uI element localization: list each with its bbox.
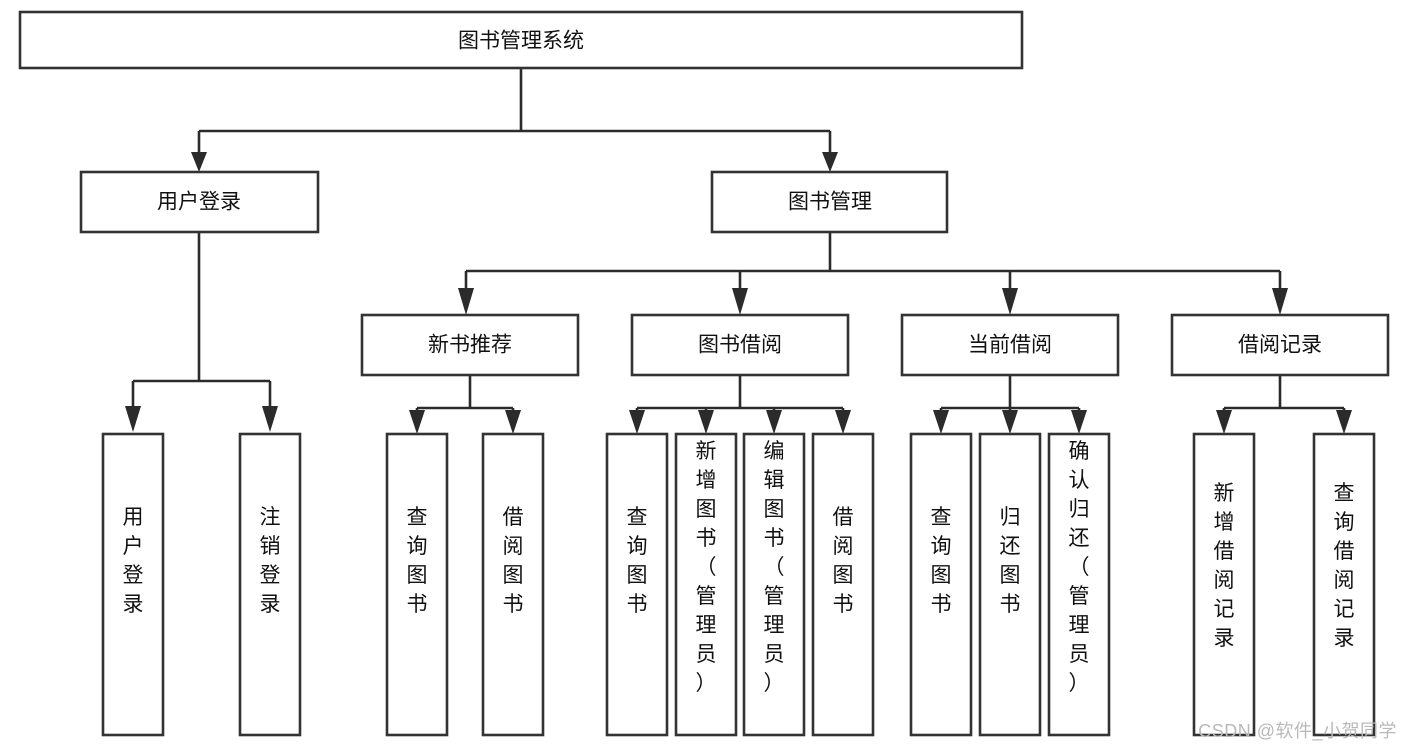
leaf-cb-2-box[interactable] [978, 432, 1042, 737]
leaf-bb-3-label: 编辑图书（管理员） [764, 440, 785, 695]
node-user-login-label: 用户登录 [157, 191, 241, 214]
leaf-node[interactable]: 确认归还（管理员） [1047, 432, 1111, 737]
leaf-cb-1-label: 查询图书 [931, 506, 952, 616]
arrowhead-leaf-cb-3 [1071, 410, 1087, 434]
leaf-node[interactable]: 借阅图书 [481, 432, 545, 737]
node-book-management-box[interactable] [710, 170, 949, 234]
leaf-bb-2-label: 新增图书（管理员） [696, 440, 717, 695]
node-user-login-box[interactable] [79, 170, 320, 234]
arrowhead-leaf-bb-3 [766, 410, 782, 434]
leaf-cb-3-box[interactable] [1047, 432, 1111, 737]
csdn-watermark: CSDN @软件_小贺同学 [1198, 721, 1397, 741]
leaf-node[interactable]: 查询图书 [605, 432, 669, 737]
arrowhead-leaf-br-2 [1336, 410, 1352, 434]
node-book-management[interactable]: 图书管理 [710, 170, 949, 234]
node-root-system-box[interactable] [18, 10, 1024, 70]
node-book-borrow-label: 图书借阅 [698, 334, 782, 357]
leaf-node[interactable]: 借阅图书 [811, 432, 875, 737]
leaf-bb-1-box[interactable] [605, 432, 669, 737]
arrowhead-current-borrow [1002, 288, 1018, 315]
leaf-nbr-2-label: 借阅图书 [503, 506, 524, 616]
connector-group-root [191, 68, 838, 172]
node-current-borrow-label: 当前借阅 [968, 334, 1052, 357]
arrowhead-leaf-bb-2 [698, 410, 714, 434]
arrowhead-leaf-bb-1 [629, 410, 645, 434]
arrowhead-leaf-cb-2 [1002, 410, 1018, 434]
arrowhead-leaf-cb-1 [933, 410, 949, 434]
node-book-management-label: 图书管理 [788, 191, 872, 214]
leaf-node[interactable]: 查询借阅记录 [1312, 432, 1376, 737]
node-current-borrow[interactable]: 当前借阅 [900, 313, 1120, 377]
node-root-system-label: 图书管理系统 [458, 30, 584, 53]
arrowhead-borrow-record [1272, 288, 1288, 315]
leaf-user-login-2-box[interactable] [238, 432, 302, 737]
connector-group-user-login [125, 232, 278, 432]
node-current-borrow-box[interactable] [900, 313, 1120, 377]
leaf-cb-2-label: 归还图书 [1000, 506, 1021, 616]
leaf-cb-3-label: 确认归还（管理员） [1069, 440, 1090, 695]
node-book-borrow[interactable]: 图书借阅 [630, 313, 850, 377]
leaf-node[interactable]: 新增图书（管理员） [674, 432, 738, 737]
leaf-br-1-label: 新增借阅记录 [1214, 482, 1235, 650]
leaf-node[interactable]: 查询图书 [909, 432, 973, 737]
leaf-nbr-1-label: 查询图书 [407, 506, 428, 616]
node-user-login[interactable]: 用户登录 [79, 170, 320, 234]
arrowhead-leaf-nbr-2 [505, 410, 521, 434]
leaf-node[interactable]: 归还图书 [978, 432, 1042, 737]
arrowhead-leaf-user-login-2 [262, 406, 278, 432]
leaf-nbr-1-box[interactable] [385, 432, 449, 737]
leaf-node[interactable]: 注销登录 [238, 432, 302, 737]
leaf-cb-1-box[interactable] [909, 432, 973, 737]
arrowhead-book-mgmt [822, 152, 838, 172]
connector-group-current-borrow [933, 375, 1087, 434]
arrowhead-leaf-br-1 [1216, 410, 1232, 434]
leaf-node[interactable]: 编辑图书（管理员） [742, 432, 806, 737]
arrowhead-leaf-user-login-1 [125, 406, 141, 432]
leaf-br-2-label: 查询借阅记录 [1334, 482, 1355, 650]
arrowhead-leaf-nbr-1 [409, 410, 425, 434]
arrowhead-new-book-recommend [458, 288, 474, 315]
node-borrow-record-label: 借阅记录 [1238, 334, 1322, 357]
leaf-br-1-box[interactable] [1192, 432, 1256, 737]
node-root-system[interactable]: 图书管理系统 [18, 10, 1024, 70]
connector-group-borrow-record [1216, 375, 1352, 434]
arrowhead-leaf-bb-4 [835, 410, 851, 434]
connector-group-book-mgmt [458, 232, 1288, 315]
arrowhead-book-borrow [732, 288, 748, 315]
node-new-book-recommend-label: 新书推荐 [428, 334, 512, 357]
node-new-book-recommend[interactable]: 新书推荐 [360, 313, 580, 377]
leaf-br-2-box[interactable] [1312, 432, 1376, 737]
leaf-user-login-2-label: 注销登录 [260, 506, 281, 616]
connector-group-book-borrow [629, 375, 851, 434]
leaf-node[interactable]: 用户登录 [101, 432, 165, 737]
leaf-user-login-1-box[interactable] [101, 432, 165, 737]
arrowhead-user-login [191, 152, 207, 172]
node-new-book-recommend-box[interactable] [360, 313, 580, 377]
leaf-bb-4-box[interactable] [811, 432, 875, 737]
leaf-bb-4-label: 借阅图书 [833, 506, 854, 616]
leaf-bb-1-label: 查询图书 [627, 506, 648, 616]
leaf-bb-3-box[interactable] [742, 432, 806, 737]
leaf-nbr-2-box[interactable] [481, 432, 545, 737]
connector-group-new-book-recommend [409, 375, 521, 434]
leaf-bb-2-box[interactable] [674, 432, 738, 737]
leaf-node[interactable]: 新增借阅记录 [1192, 432, 1256, 737]
leaf-node[interactable]: 查询图书 [385, 432, 449, 737]
node-book-borrow-box[interactable] [630, 313, 850, 377]
node-borrow-record[interactable]: 借阅记录 [1170, 313, 1390, 377]
leaf-user-login-1-label: 用户登录 [123, 506, 144, 616]
node-borrow-record-box[interactable] [1170, 313, 1390, 377]
